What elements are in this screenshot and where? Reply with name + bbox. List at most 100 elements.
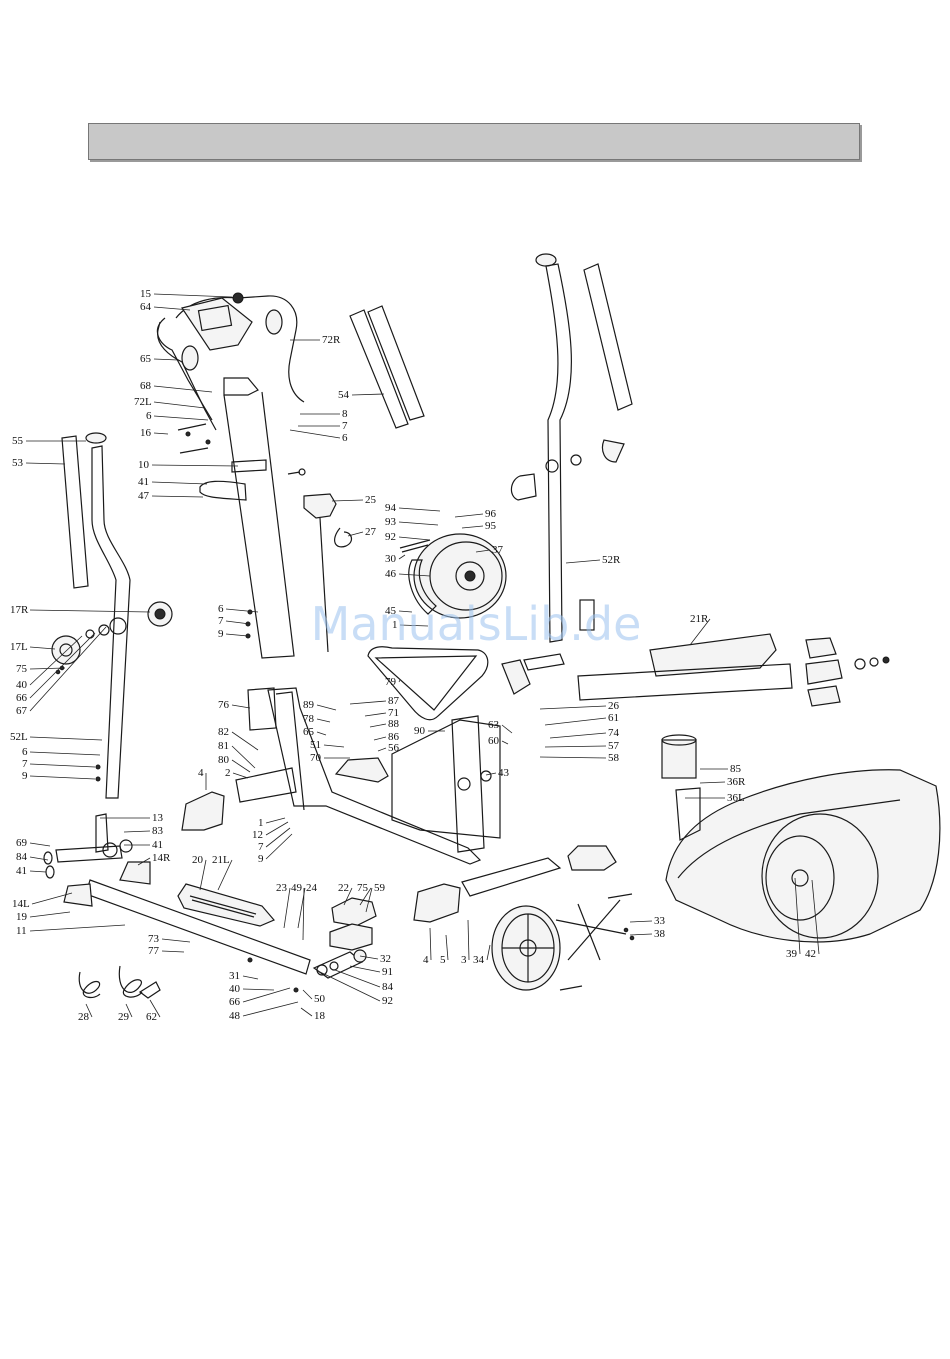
leader-line xyxy=(302,887,305,941)
part-number-label: 43 xyxy=(498,767,510,779)
part-number-label: 53 xyxy=(12,457,24,469)
callout-c13: 13 xyxy=(100,812,164,824)
part-number-label: 75 xyxy=(357,882,369,894)
part-number-label: 14R xyxy=(152,852,171,864)
callout-c2: 2 xyxy=(225,767,249,779)
callout-c47: 47 xyxy=(138,490,204,502)
part-number-label: 27 xyxy=(365,526,377,538)
callout-c45: 45 xyxy=(385,605,413,617)
leader-line xyxy=(485,772,497,776)
part-number-label: 95 xyxy=(485,520,497,532)
part-number-label: 66 xyxy=(229,996,241,1008)
leader-line xyxy=(316,731,327,736)
leader-line xyxy=(539,705,607,710)
part-number-label: 89 xyxy=(303,699,315,711)
callout-c27: 27 xyxy=(347,526,377,538)
callout-c51: 51 xyxy=(310,739,345,751)
leader-line xyxy=(231,759,251,773)
leader-line xyxy=(232,772,249,779)
leader-line xyxy=(467,919,470,961)
part-number-label: 29 xyxy=(118,1011,130,1023)
callout-c31: 31 xyxy=(229,970,259,982)
leader-line xyxy=(398,610,413,613)
part-number-label: 1 xyxy=(392,619,398,631)
callout-c70: 70 xyxy=(310,752,350,764)
leader-line xyxy=(29,632,96,699)
part-number-label: 10 xyxy=(138,459,150,471)
callout-c41b: 41 xyxy=(16,865,47,877)
callout-c57: 57 xyxy=(544,740,620,752)
leader-line xyxy=(399,624,429,627)
leader-line xyxy=(544,745,607,748)
part-number-label: 41 xyxy=(138,476,149,488)
callout-c58: 58 xyxy=(539,752,620,764)
leader-line xyxy=(29,626,107,712)
part-number-label: 42 xyxy=(805,948,816,960)
console-display xyxy=(181,297,253,351)
part-number-label: 52R xyxy=(602,554,621,566)
callout-c93: 93 xyxy=(385,516,439,528)
right-pedal-arm xyxy=(501,633,890,707)
part-number-label: 92 xyxy=(382,995,393,1007)
callout-c55: 55 xyxy=(12,435,86,447)
part-number-label: 9 xyxy=(258,853,264,865)
flywheel-magnet-assembly xyxy=(399,533,507,619)
main-frame xyxy=(181,687,617,923)
part-number-label: 7 xyxy=(342,420,348,432)
callout-c7b: 7 xyxy=(298,420,348,432)
leader-line xyxy=(29,856,49,861)
part-number-label: 45 xyxy=(385,605,397,617)
callout-c6c: 6 xyxy=(289,429,348,444)
callout-c72R: 72R xyxy=(290,334,341,346)
part-number-label: 86 xyxy=(388,731,400,743)
leader-line xyxy=(323,744,345,748)
leader-line xyxy=(265,821,289,836)
part-number-label: 3 xyxy=(461,954,467,966)
part-number-label: 67 xyxy=(16,705,28,717)
callout-c89: 89 xyxy=(303,699,337,711)
callout-c78: 78 xyxy=(303,713,331,725)
part-number-label: 31 xyxy=(229,970,240,982)
callout-c94: 94 xyxy=(385,502,441,514)
leader-line xyxy=(349,700,387,705)
leader-line xyxy=(334,969,381,988)
leader-line xyxy=(316,704,337,711)
callout-c65b: 65 xyxy=(303,726,327,738)
leader-line xyxy=(398,507,441,512)
leader-line xyxy=(539,756,607,759)
leader-line xyxy=(153,306,191,311)
leader-line xyxy=(343,887,353,906)
leader-line xyxy=(501,724,513,734)
part-number-label: 76 xyxy=(218,699,230,711)
part-number-label: 37 xyxy=(492,544,504,556)
callout-c10: 10 xyxy=(138,459,239,471)
callout-c41a: 41 xyxy=(138,476,208,488)
leader-line xyxy=(225,620,251,625)
callout-c64: 64 xyxy=(140,301,191,313)
leader-line xyxy=(29,924,126,932)
part-number-label: 68 xyxy=(140,380,152,392)
handrail-foam-grips xyxy=(349,305,425,429)
leader-line xyxy=(398,573,431,577)
part-number-label: 6 xyxy=(146,410,152,422)
part-number-label: 78 xyxy=(303,713,315,725)
callout-c95: 95 xyxy=(461,520,497,532)
callout-c24: 24 xyxy=(302,882,318,941)
part-number-label: 40 xyxy=(16,679,28,691)
part-number-label: 17R xyxy=(10,604,29,616)
part-number-label: 64 xyxy=(140,301,152,313)
callout-c52L: 52L xyxy=(10,731,103,743)
callout-c1a: 1 xyxy=(392,619,429,631)
part-number-label: 82 xyxy=(218,726,229,738)
callout-c72L: 72L xyxy=(134,396,206,409)
callout-c43: 43 xyxy=(485,767,510,779)
callout-c39: 39 xyxy=(786,877,801,960)
part-number-label: 56 xyxy=(388,742,400,754)
callout-c82: 82 xyxy=(218,726,259,751)
leader-line xyxy=(231,704,251,709)
part-number-label: 84 xyxy=(382,981,394,993)
callout-c37: 37 xyxy=(475,544,504,556)
part-number-label: 72L xyxy=(134,396,152,408)
leader-line xyxy=(699,781,726,784)
leader-line xyxy=(351,393,385,396)
